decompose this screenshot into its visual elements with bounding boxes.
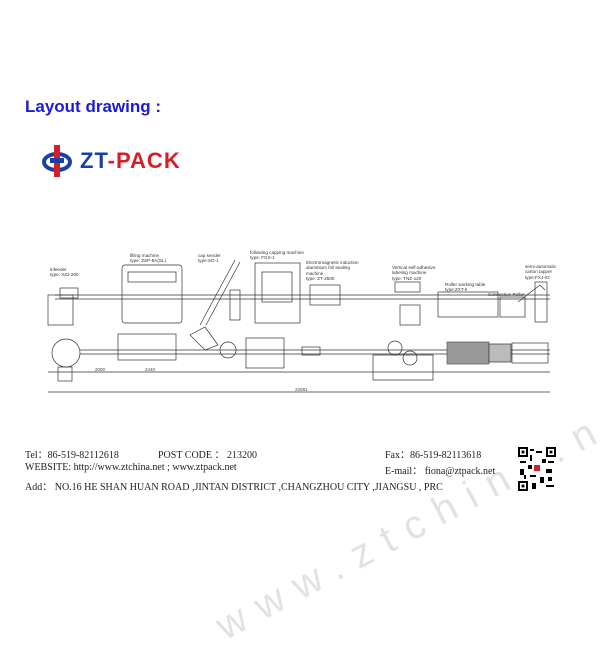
footer-post-code: POST CODE ： 213200 (158, 450, 257, 461)
footer-tel: Tel：86-519-82112618 (25, 450, 119, 461)
logo-zt: ZT (80, 148, 108, 173)
zt-pack-logo: ZT-PACK (40, 142, 210, 182)
logo-pack: -PACK (107, 148, 181, 173)
dimension-label: 2440 (145, 367, 156, 372)
footer-address: Add： NO.16 HE SHAN HUAN ROAD ,JINTAN DIS… (25, 482, 443, 493)
footer-website[interactable]: WEBSITE: http://www.ztchina.net ; www.zt… (25, 462, 237, 473)
footer-email[interactable]: E-mail： fiona@ztpack.net (385, 466, 496, 477)
dimension-label: 2000 (95, 367, 106, 372)
page-heading: Layout drawing : (25, 97, 161, 116)
production-line-schematic (47, 259, 550, 393)
dimension-total: 22081 (295, 387, 308, 392)
zt-logo-emblem-icon (42, 145, 72, 177)
label-connection-roller: Connection Roller (488, 292, 525, 297)
watermark: www.ztchina.net (208, 375, 600, 649)
footer-fax: Fax：86-519-82113618 (385, 450, 482, 461)
qr-code-icon (518, 447, 556, 491)
